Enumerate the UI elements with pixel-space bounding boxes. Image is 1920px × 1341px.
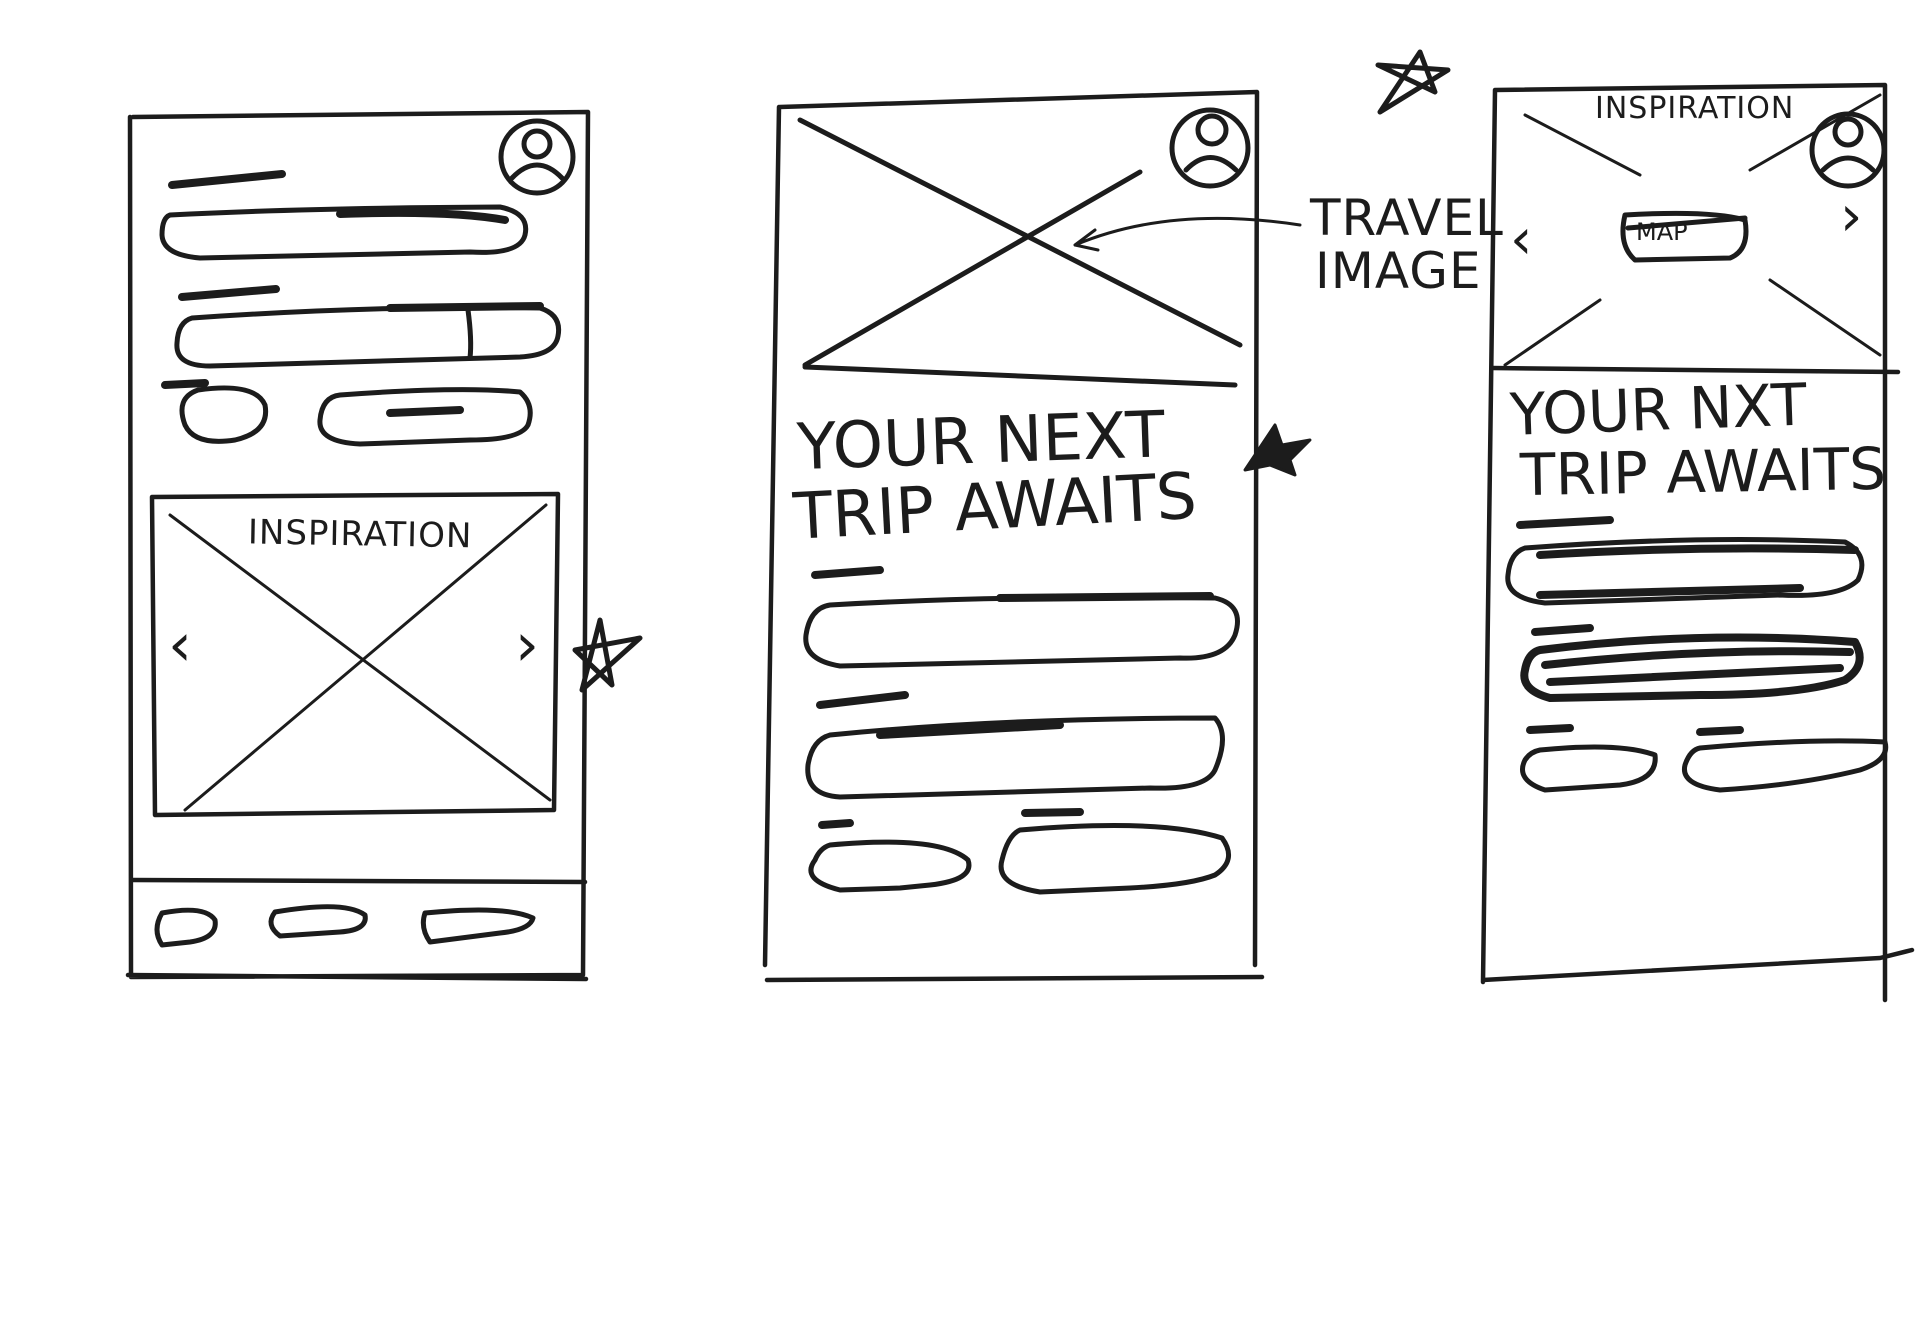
pill-button-left (1520, 744, 1658, 793)
carousel-label: INSPIRATION (248, 512, 473, 556)
map-button: MAP (1620, 210, 1749, 263)
field-label-line-3 (161, 379, 209, 389)
field-label-line-2 (178, 285, 280, 301)
star-icon (1375, 49, 1451, 115)
profile-avatar-icon (1809, 111, 1887, 189)
input-field-2-filled (1520, 633, 1864, 702)
field-label-line-1 (168, 170, 286, 189)
carousel-next-arrow: › (515, 610, 539, 680)
profile-avatar-icon (1169, 107, 1251, 189)
bottom-nav-bar (154, 904, 536, 948)
headline-line-2: TRIP AWAITS (1518, 435, 1886, 509)
wireframe-sketch-1: INSPIRATION ‹ › (125, 109, 643, 982)
nav-item-3 (420, 907, 536, 945)
nav-item-1 (154, 907, 218, 948)
pill-button-small (179, 385, 269, 444)
carousel-prev-arrow: ‹ (1510, 207, 1532, 272)
phone-frame-2 (762, 89, 1265, 983)
pill-button-right (1681, 738, 1889, 793)
headline-line-1: YOUR NXT (1508, 371, 1808, 449)
pill-button-wide (317, 387, 533, 447)
inspiration-carousel: INSPIRATION ‹ › (149, 491, 561, 818)
pill-button-left (808, 839, 972, 893)
field-label-line-2 (1531, 624, 1594, 636)
profile-avatar-icon (498, 118, 576, 196)
carousel-next-arrow: › (1840, 184, 1862, 249)
field-label-line-3 (1526, 724, 1574, 734)
pill-button-right (998, 823, 1232, 895)
input-field-2 (174, 304, 562, 369)
field-label-line-3 (818, 819, 854, 829)
field-label-line-1 (1516, 516, 1614, 529)
star-icon (572, 617, 643, 693)
star-icon (1243, 423, 1312, 477)
bottom-nav-divider (129, 877, 588, 885)
wireframe-sketch-2: YOUR NEXT TRIP AWAITS TRAVEL IMAGE (762, 89, 1504, 983)
annotation-text-line-2: IMAGE (1315, 242, 1482, 300)
phone-frame-3 (1480, 82, 1915, 1003)
field-label-line-1 (811, 566, 884, 579)
hero-carousel-placeholder: INSPIRATION ‹ › MAP (1489, 91, 1901, 375)
carousel-label: INSPIRATION (1595, 91, 1794, 126)
wireframe-sketch-3: INSPIRATION ‹ › MAP YOUR NXT TRIP AWAITS (1375, 49, 1915, 1003)
input-field-1 (1505, 537, 1865, 606)
annotation-arrow (1073, 216, 1302, 252)
input-field-1 (159, 204, 529, 261)
nav-item-2 (268, 904, 368, 939)
input-field-2 (805, 715, 1225, 800)
field-label-line-4 (1696, 726, 1744, 736)
phone-frame-1 (125, 109, 591, 982)
headline-line-1: YOUR NEXT (795, 398, 1167, 485)
input-field-1 (803, 594, 1240, 669)
hero-image-placeholder (797, 117, 1243, 388)
field-label-line-2 (816, 691, 909, 709)
field-label-line-4 (1021, 808, 1084, 817)
annotation-text-line-1: TRAVEL (1309, 189, 1504, 247)
carousel-prev-arrow: ‹ (168, 610, 192, 680)
